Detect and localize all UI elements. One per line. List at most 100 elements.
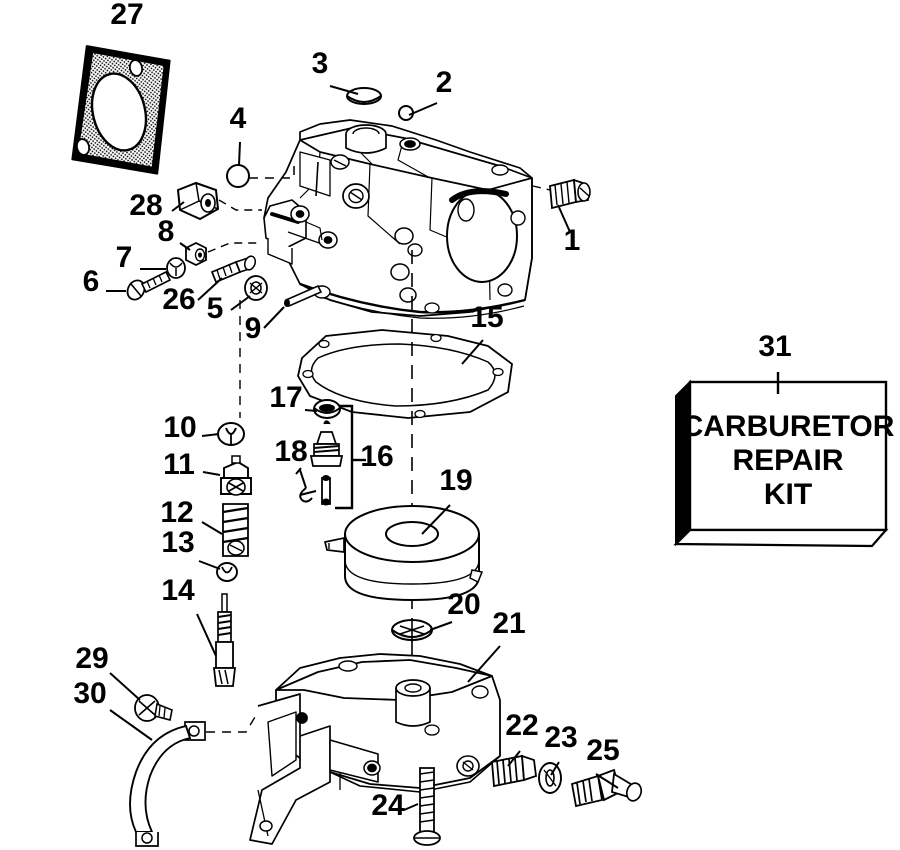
part-13-small-washer [216,562,238,582]
part-26-stud-fitting [210,255,257,284]
kit-line-3: KIT [764,478,812,511]
leader-11 [202,471,221,476]
leader-22 [507,750,521,767]
part-31-repair-kit-box [673,379,889,548]
part-4-ball-plug [226,164,250,188]
leader-10 [201,433,220,437]
callout-number-16: 16 [360,440,393,473]
part-21-float-bowl [249,653,501,845]
leader-29 [109,672,141,701]
part-27-mounting-gasket [71,45,171,175]
part-25-hose-fitting [570,768,643,808]
carburetor-main-body [263,119,533,319]
callout-number-27: 27 [110,0,143,31]
leader-30 [109,709,153,741]
leader-28 [171,201,185,212]
part-14-needle-valve [212,593,237,687]
leader-26 [197,277,223,301]
callout-number-1: 1 [564,224,581,257]
callout-number-7: 7 [116,241,133,274]
callout-number-6: 6 [83,265,100,298]
leader-13 [198,560,221,570]
part-7-small-nut [166,257,186,279]
part-16-inlet-needle-seat [309,420,344,467]
leader-12 [201,521,223,535]
part-22-drain-screw [491,754,537,788]
callout-number-28: 28 [129,189,162,222]
callout-number-5: 5 [207,292,224,325]
part-6-slotted-screw [126,270,172,301]
part-23-gasket-washer [538,762,562,794]
callout-number-11: 11 [163,448,195,481]
callout-number-25: 25 [586,734,619,767]
leader-3 [329,85,359,95]
callout-number-31: 31 [758,330,791,363]
kit-line-1: CARBURETOR [682,410,895,443]
leader-18 [295,467,302,475]
part-19-float [323,505,484,602]
callout-number-19: 19 [439,464,472,497]
part-30-clamp-bracket [129,721,206,847]
leader-4 [238,141,241,166]
callout-number-30: 30 [73,677,106,710]
callout-number-21: 21 [492,607,525,640]
part-28-hex-nut [176,181,220,221]
leader-9 [263,306,285,329]
callout-number-2: 2 [436,66,453,99]
kit-line-2: REPAIR [732,444,843,477]
part-1-hose-fitting [549,178,591,210]
part-20-float-retainer [391,618,433,642]
leader-19 [421,504,451,535]
dash-28 [218,199,262,211]
part-2-ball-plug [398,105,414,121]
callout-number-3: 3 [312,47,329,80]
leader-2 [408,102,438,116]
callout-number-10: 10 [163,411,196,444]
part-16-float-needle [321,475,331,506]
leader-23 [550,761,560,776]
callout-number-20: 20 [447,588,480,621]
leader-1 [557,204,571,233]
part-12-spring [222,503,249,557]
leader-17 [304,409,318,412]
part-5-washer-nut [244,275,268,301]
callout-number-26: 26 [162,283,195,316]
callout-number-17: 17 [269,381,302,414]
callout-number-22: 22 [505,709,538,742]
part-16-bracket [335,404,354,510]
part-15-body-gasket [297,329,513,419]
dash-1 [532,185,551,191]
callout-number-23: 23 [544,721,577,754]
leader-25 [595,773,619,789]
part-3-welch-plug [346,87,382,105]
leader-14 [196,613,217,657]
callout-number-13: 13 [161,526,194,559]
leader-15 [461,339,484,365]
part-10-retainer-clip [217,422,245,446]
callout-number-15: 15 [470,301,503,334]
leader-8 [179,242,191,251]
callout-number-18: 18 [274,435,307,468]
dash-4 [249,160,295,179]
part-24-bowl-screw [413,767,441,846]
dash-30 [206,711,259,733]
callout-number-9: 9 [245,312,262,345]
callout-number-12: 12 [160,496,193,529]
part-9-pin-rod [284,284,323,308]
callout-number-14: 14 [161,574,195,607]
callout-number-8: 8 [158,215,175,248]
leader-21 [467,645,501,683]
leader-24 [403,803,419,811]
part-18-hinge-pin [299,469,317,503]
part-8-hex-nut [185,241,207,267]
part-29-bracket-screw [134,694,173,722]
dash-8 [207,242,262,253]
callout-number-4: 4 [230,102,247,135]
part-17-seat-gasket [313,399,341,419]
leader-20 [429,621,453,631]
part-11-mixture-screw [220,455,252,496]
callout-number-29: 29 [75,642,108,675]
